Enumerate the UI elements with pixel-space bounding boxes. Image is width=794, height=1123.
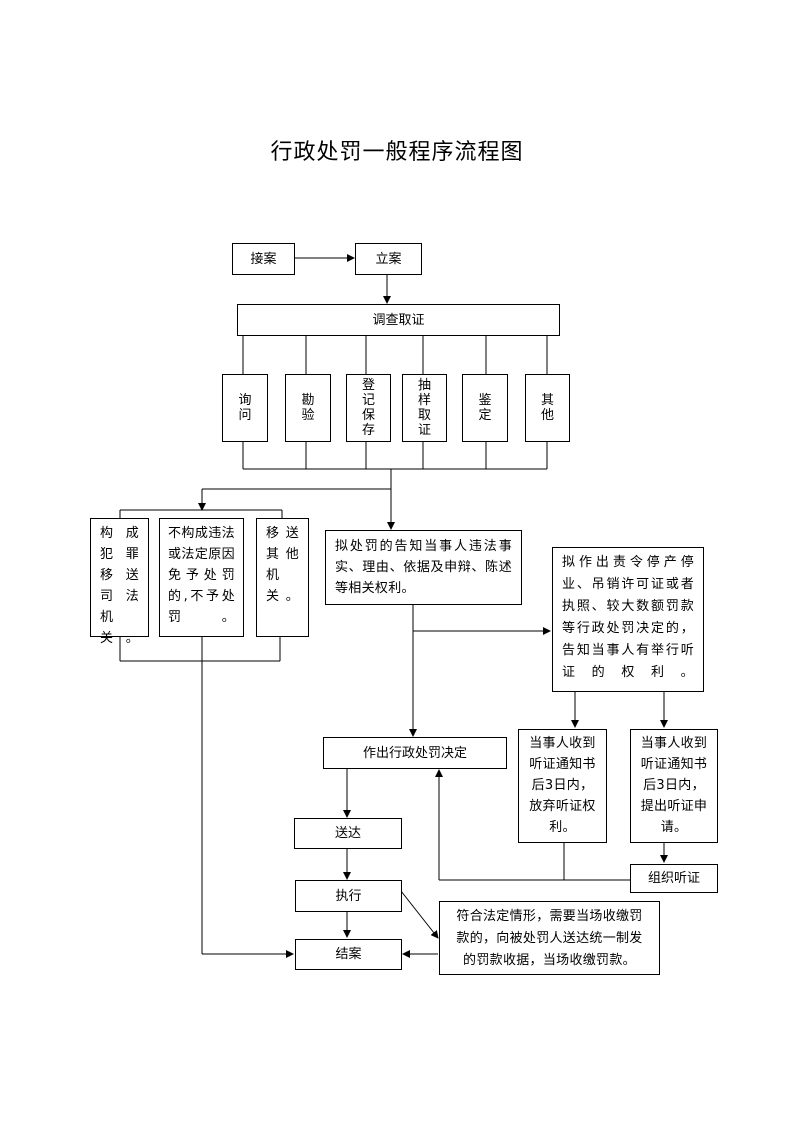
- box-xunwen: 询问: [222, 374, 268, 442]
- box-tingzheng-gaozhi: 拟作出责令停产停业、吊销许可证或者执照、较大数额罚款等行政处罚决定的，告知当事人…: [552, 547, 704, 692]
- box-qita: 其他: [525, 374, 570, 442]
- box-jueding: 作出行政处罚决定: [323, 737, 507, 769]
- box-lian: 立案: [355, 243, 422, 275]
- box-dangchang: 符合法定情形，需要当场收缴罚款的，向被处罚人送达统一制发的罚款收据，当场收缴罚款…: [439, 901, 660, 975]
- box-songda: 送达: [294, 818, 402, 849]
- box-jianding: 鉴定: [462, 374, 508, 442]
- box-yisong: 移送其他机关。: [256, 518, 309, 637]
- box-fanzui: 构成犯罪移送司法机关。: [90, 518, 149, 646]
- box-chouyang: 抽样取证: [402, 374, 447, 442]
- box-diaocha: 调查取证: [237, 304, 560, 336]
- box-gaozhi: 拟处罚的告知当事人违法事实、理由、依据及申辩、陈述等相关权利。: [325, 530, 522, 605]
- box-kanyan: 勘验: [285, 374, 331, 442]
- box-fangqi: 当事人收到听证通知书后3日内，放弃听证权利。: [518, 729, 607, 843]
- box-tichu: 当事人收到听证通知书后3日内，提出听证申请。: [630, 729, 718, 843]
- box-zuzhi: 组织听证: [630, 864, 718, 893]
- box-zhixing: 执行: [295, 880, 402, 912]
- box-jiean: 接案: [232, 243, 295, 275]
- page-title: 行政处罚一般程序流程图: [270, 140, 524, 165]
- box-dengji: 登记保存: [346, 374, 391, 442]
- box-jiean-end: 结案: [295, 939, 402, 970]
- box-bugoucheng: 不构成违法或法定原因免予处罚的,不予处罚。: [159, 518, 244, 637]
